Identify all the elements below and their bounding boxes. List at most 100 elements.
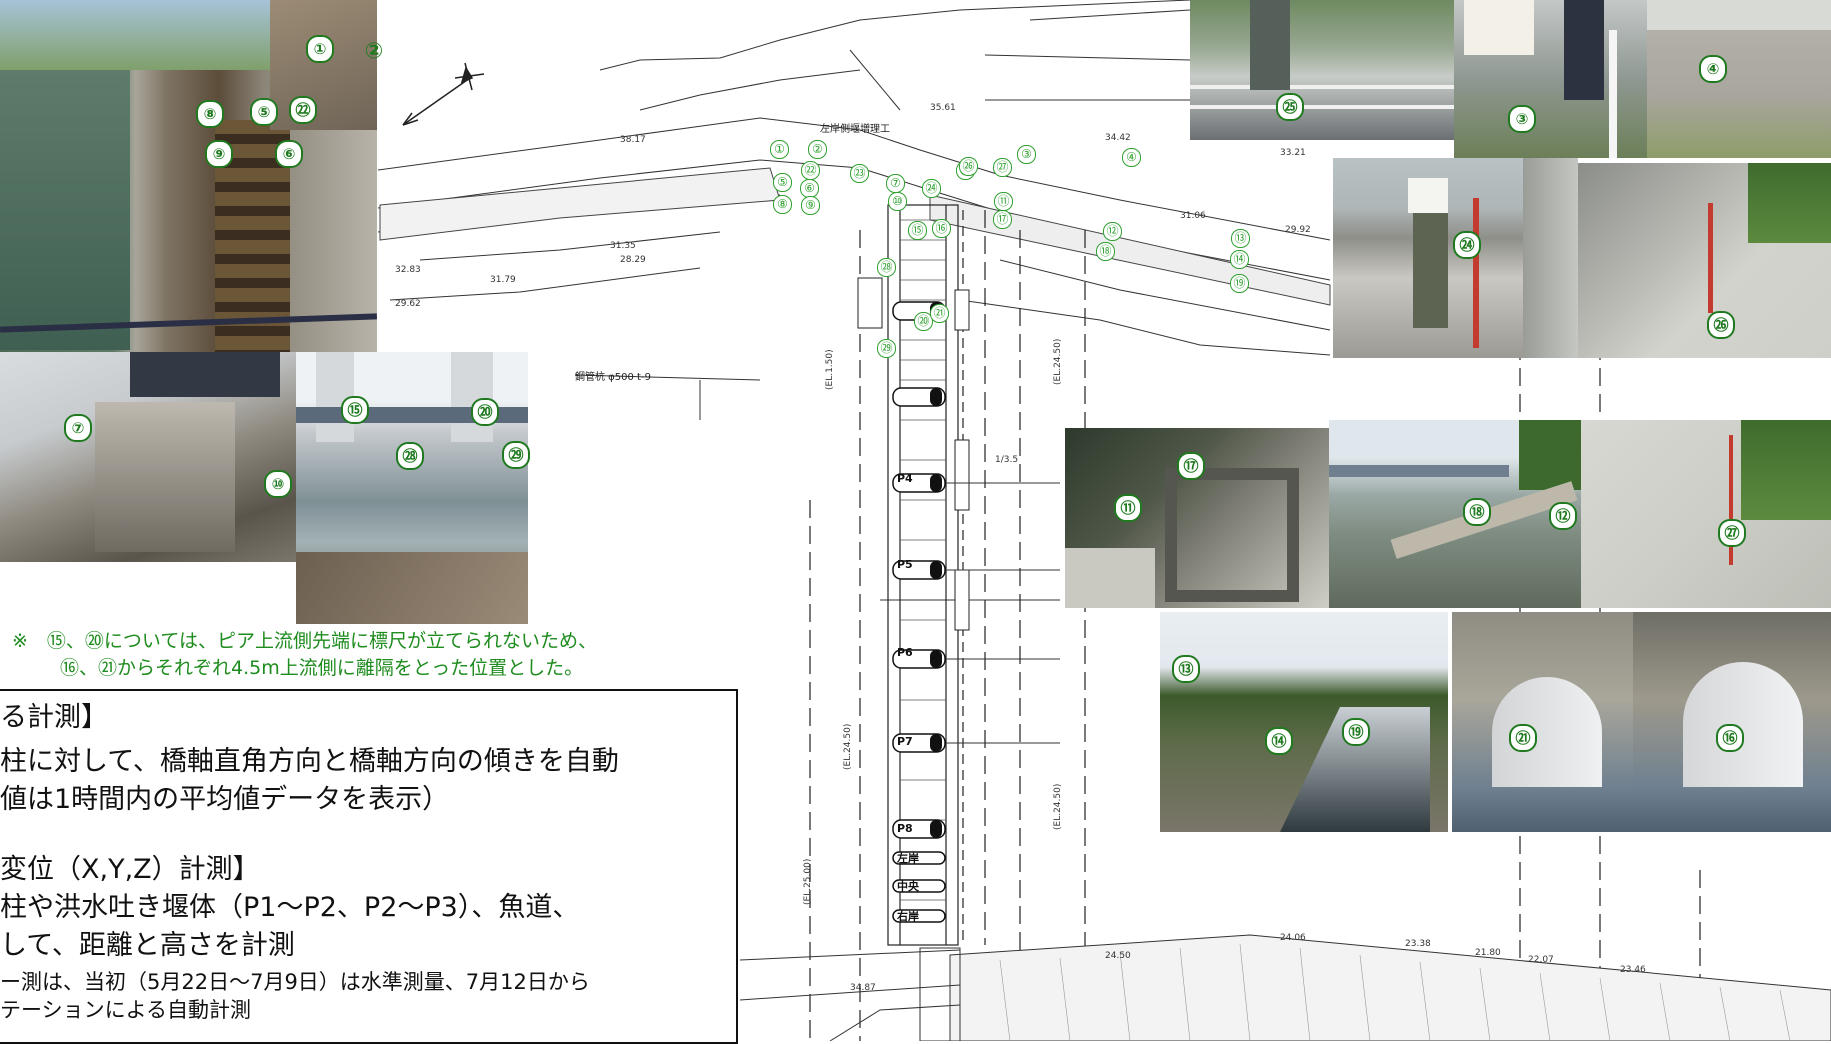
info-text: して、距離と高さを計測 xyxy=(0,930,295,961)
elevation-label: 28.29 xyxy=(620,255,646,265)
drawing-marker: ⑧ xyxy=(773,195,792,214)
photo-pier-nose-21 xyxy=(1452,612,1633,832)
photo-marker: ⑱ xyxy=(1463,498,1491,526)
info-text: 値は1時間内の平均値データを表示） xyxy=(0,784,450,815)
photo-staff-24 xyxy=(1333,158,1578,358)
displacement-measurement-heading: 変位（X,Y,Z）計測】 xyxy=(0,854,260,885)
photo-channel-13 xyxy=(1160,612,1448,832)
photo-marker: ① xyxy=(306,35,334,63)
elevation-note: (EL.1.50) xyxy=(825,349,835,390)
photo-marker: ④ xyxy=(1699,55,1727,83)
drawing-marker: ② xyxy=(808,140,827,159)
elevation-label: 31.79 xyxy=(490,275,516,285)
drawing-marker: ⑮ xyxy=(908,221,927,240)
note-line-1: ※ ⑮、⑳については、ピア上流側先端に標尺が立てられないため、 xyxy=(12,630,597,652)
pier-label: P8 xyxy=(897,822,913,835)
elevation-note: (EL.24.50) xyxy=(843,724,853,770)
photo-marker: ⑬ xyxy=(1172,655,1200,683)
drawing-marker: ⑫ xyxy=(1103,222,1122,241)
elevation-label: 32.83 xyxy=(395,265,421,275)
drawing-marker: ⑲ xyxy=(1230,274,1249,293)
drawing-marker: ㉓ xyxy=(850,164,869,183)
drawing-marker: ⑭ xyxy=(1230,250,1249,269)
photo-marker: ⑳ xyxy=(471,398,499,426)
photo-marker: ㉘ xyxy=(396,442,424,470)
elevation-label: 21.80 xyxy=(1475,948,1501,958)
photo-weir-piers xyxy=(296,352,528,624)
pier-label: P7 xyxy=(897,735,913,748)
drawing-marker: ㉙ xyxy=(877,339,896,358)
photo-marker: ⑲ xyxy=(1342,718,1370,746)
photo-fishway-gate xyxy=(0,352,296,562)
photo-slope-26 xyxy=(1578,163,1831,358)
structure-label: 左岸側堰増理工 xyxy=(820,122,890,135)
photo-marker: ⑦ xyxy=(64,414,92,442)
photo-marker: ⑤ xyxy=(250,98,278,126)
info-text: 柱に対して、橋軸直角方向と橋軸方向の傾きを自動 xyxy=(0,746,619,777)
elevation-note: (EL.24.50) xyxy=(1053,784,1063,830)
photo-railing-25 xyxy=(1190,0,1454,140)
elevation-note: (EL.24.50) xyxy=(1053,339,1063,385)
drawing-marker: ⑰ xyxy=(993,210,1012,229)
pile-label: 鋼管杭 φ500 t-9 xyxy=(575,370,651,383)
drawing-marker: ⑩ xyxy=(888,192,907,211)
elevation-label: 31.35 xyxy=(610,241,636,251)
drawing-marker: ㉗ xyxy=(993,158,1012,177)
elevation-label: 35.61 xyxy=(930,103,956,113)
drawing-marker: ③ xyxy=(1017,145,1036,164)
elevation-label: 22.07 xyxy=(1528,955,1554,965)
photo-marker: ㉑ xyxy=(1509,724,1537,752)
photo-marker: ⑩ xyxy=(264,470,292,498)
elevation-note: (EL.25.00) xyxy=(803,859,813,905)
pier-label: P4 xyxy=(897,472,913,485)
photo-marker: ⑫ xyxy=(1549,502,1577,530)
elevation-label: 23.38 xyxy=(1405,939,1431,949)
drawing-marker: ⑬ xyxy=(1231,229,1250,248)
elevation-label: 33.21 xyxy=(1280,148,1306,158)
photo-marker: ⑨ xyxy=(205,140,233,168)
photo-marker: ㉖ xyxy=(1707,311,1735,339)
drawing-marker: ⑱ xyxy=(1096,242,1115,261)
staff-position-note: ※ ⑮、⑳については、ピア上流側先端に標尺が立てられないため、 ⑯、㉑からそれぞ… xyxy=(12,628,742,682)
info-subtext: テーションによる自動計測 xyxy=(0,998,251,1022)
photo-marker: ② xyxy=(364,39,384,64)
elevation-label: 34.87 xyxy=(850,983,876,993)
photo-pier-nose-16 xyxy=(1633,612,1831,832)
elevation-label: 29.62 xyxy=(395,299,421,309)
photo-marker: ⑭ xyxy=(1265,727,1293,755)
drawing-marker: ⑤ xyxy=(773,173,792,192)
photo-marker: ㉙ xyxy=(502,441,530,469)
photo-marker: ㉕ xyxy=(1276,93,1304,121)
photo-marker: ⑥ xyxy=(275,140,303,168)
drawing-marker: ㉖ xyxy=(959,157,978,176)
photo-weir-18 xyxy=(1329,420,1581,608)
photo-marker: ㉒ xyxy=(289,96,317,124)
photo-slope-27 xyxy=(1581,420,1831,608)
bank-label: 左岸 xyxy=(896,851,919,865)
elevation-label: 38.17 xyxy=(620,135,646,145)
drawing-marker: ⑪ xyxy=(994,192,1013,211)
drawing-marker: ⑳ xyxy=(914,312,933,331)
drawing-marker: ⑯ xyxy=(932,219,951,238)
photo-marker: ⑧ xyxy=(196,100,224,128)
slope-label: 1/3.5 xyxy=(995,455,1018,465)
tilt-measurement-heading: る計測】 xyxy=(0,702,108,733)
elevation-label: 23.46 xyxy=(1620,965,1646,975)
pier-label: P6 xyxy=(897,646,913,659)
drawing-marker: ④ xyxy=(1122,148,1141,167)
pier-label: P5 xyxy=(897,558,913,571)
bank-label: 右岸 xyxy=(896,909,919,923)
drawing-marker: ① xyxy=(770,140,789,159)
drawing-marker: ⑨ xyxy=(801,196,820,215)
elevation-label: 34.42 xyxy=(1105,133,1131,143)
bank-label: 中央 xyxy=(897,879,920,893)
photo-marker: ③ xyxy=(1508,105,1536,133)
drawing-marker: ㉑ xyxy=(930,304,949,323)
drawing-marker: ㉒ xyxy=(801,161,820,180)
photo-marker: ㉔ xyxy=(1453,231,1481,259)
photo-marker: ⑪ xyxy=(1114,494,1142,522)
photo-marker: ⑰ xyxy=(1177,452,1205,480)
elevation-label: 29.92 xyxy=(1285,225,1311,235)
note-line-2: ⑯、㉑からそれぞれ4.5m上流側に離隔をとった位置とした。 xyxy=(60,657,584,679)
